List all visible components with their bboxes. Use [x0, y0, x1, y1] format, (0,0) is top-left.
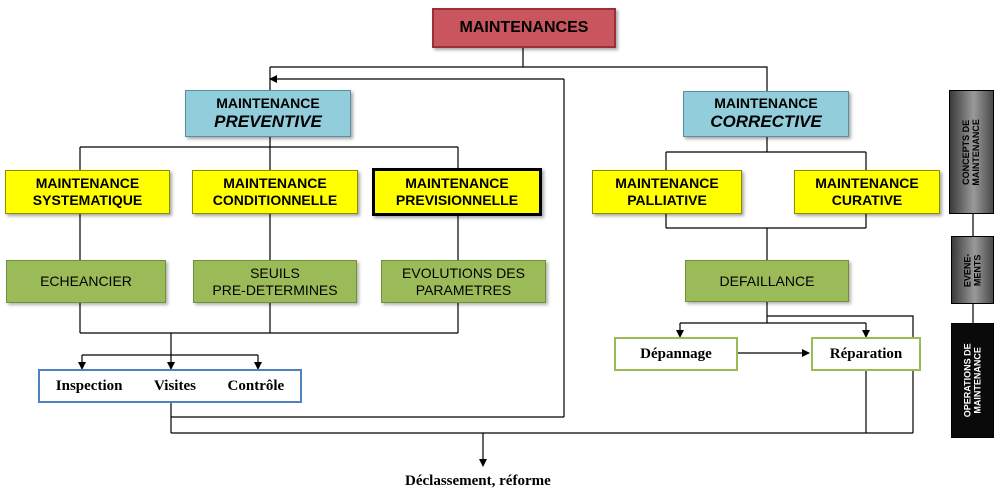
systematique-line2: SYSTEMATIQUE: [32, 192, 143, 208]
corrective-line2: CORRECTIVE: [710, 112, 822, 132]
curative-line2: CURATIVE: [831, 192, 903, 208]
inspection-label: Inspection: [55, 378, 123, 394]
reparation-label: Réparation: [829, 346, 903, 362]
echeancier-label: ECHEANCIER: [40, 273, 132, 290]
systematique-line1: MAINTENANCE: [35, 175, 140, 192]
evolutions-line1: EVOLUTIONS DES: [402, 264, 525, 281]
previsionnelle-line1: MAINTENANCE: [405, 175, 509, 192]
sidebar-concepts-label: CONCEPTS DE MAINTENANCE: [961, 118, 982, 186]
final-declassement-label: Déclassement, réforme: [405, 473, 551, 489]
corrective-line1: MAINTENANCE: [714, 95, 818, 112]
sidebar-evenements-label: EVENE- MENTS: [962, 253, 983, 287]
seuils-line1: SEUILS: [250, 264, 300, 281]
sidebar-concepts-box: CONCEPTS DE MAINTENANCE: [949, 90, 994, 214]
sidebar-operations-box: OPERATIONS DE MAINTENANCE: [951, 323, 994, 438]
seuils-line2: PRE-DETERMINES: [212, 281, 338, 298]
conditionnelle-line2: CONDITIONNELLE: [212, 192, 338, 208]
preventive-line2: PREVENTIVE: [214, 111, 322, 131]
evolutions-box: EVOLUTIONS DES PARAMETRES: [381, 260, 546, 303]
controle-label: Contrôle: [227, 378, 285, 394]
corrective-box: MAINTENANCE CORRECTIVE: [683, 91, 849, 137]
sidebar-evenements-box: EVENE- MENTS: [951, 236, 994, 304]
conditionnelle-line1: MAINTENANCE: [223, 175, 327, 192]
palliative-line1: MAINTENANCE: [615, 175, 719, 192]
preventive-box: MAINTENANCE PREVENTIVE: [185, 90, 351, 137]
visites-label: Visites: [154, 378, 196, 394]
previsionnelle-line2: PREVISIONNELLE: [395, 192, 519, 208]
conditionnelle-box: MAINTENANCE CONDITIONNELLE: [192, 170, 358, 214]
curative-box: MAINTENANCE CURATIVE: [794, 170, 940, 214]
inspection-visites-controle-box: Inspection Visites Contrôle: [38, 369, 302, 403]
line-root-corrective: [522, 48, 768, 91]
echeancier-box: ECHEANCIER: [6, 260, 166, 303]
line-defaillance-right: [767, 315, 914, 433]
seuils-box: SEUILS PRE-DETERMINES: [193, 260, 357, 303]
root-maintenances-box: MAINTENANCES: [432, 8, 616, 48]
sidebar-operations-label: OPERATIONS DE MAINTENANCE: [962, 343, 983, 418]
reparation-box: Réparation: [811, 337, 921, 371]
depannage-box: Dépannage: [614, 337, 738, 371]
evolutions-line2: PARAMETRES: [415, 281, 512, 298]
defaillance-label: DEFAILLANCE: [719, 272, 815, 289]
preventive-line1: MAINTENANCE: [216, 94, 320, 111]
curative-line1: MAINTENANCE: [815, 175, 919, 192]
previsionnelle-box: MAINTENANCE PREVISIONNELLE: [372, 168, 542, 216]
systematique-box: MAINTENANCE SYSTEMATIQUE: [5, 170, 170, 214]
root-label: MAINTENANCES: [459, 19, 589, 37]
depannage-label: Dépannage: [640, 346, 712, 362]
palliative-box: MAINTENANCE PALLIATIVE: [592, 170, 742, 214]
defaillance-box: DEFAILLANCE: [685, 260, 849, 302]
palliative-line2: PALLIATIVE: [627, 192, 707, 208]
